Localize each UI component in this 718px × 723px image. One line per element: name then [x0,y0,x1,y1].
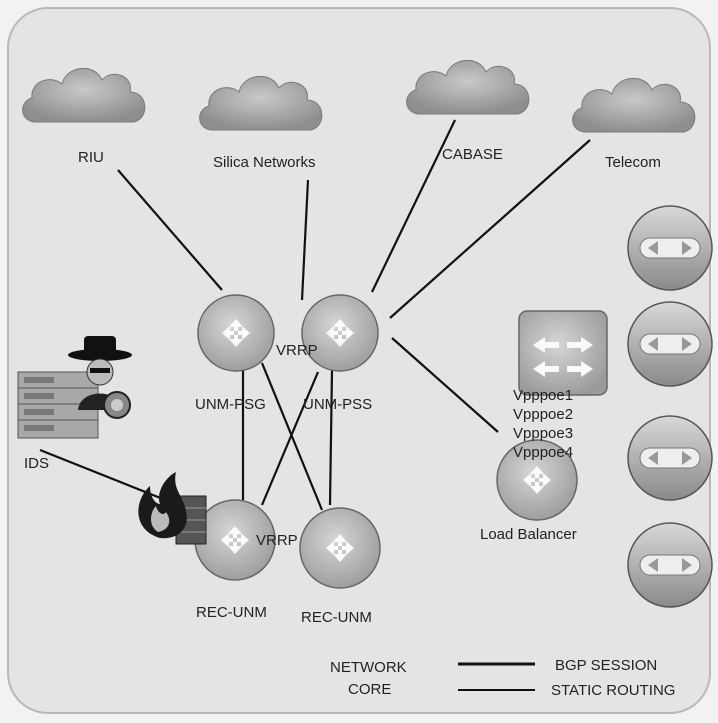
legend-title-line1: NETWORK [330,659,407,676]
legend-title-line2: CORE [348,681,391,698]
router-label-rec-unm-1: REC-UNM [196,604,267,621]
vpppoe-label-1: Vpppoe1 [513,387,573,404]
link-silica-pss [300,179,310,301]
switch-icon [518,310,608,396]
vrrp-label-bottom: VRRP [256,532,298,549]
link-pss-rec2 [328,369,334,506]
router-rec-unm-2 [299,507,381,589]
vrrp-label-top: VRRP [276,342,318,359]
legend-static-label: STATIC ROUTING [551,682,675,699]
link-telecom-pss [389,139,591,319]
router-label-unm-pss: UNM-PSS [303,396,372,413]
hacker-icon [68,336,132,419]
cloud-label-cabase: CABASE [442,146,503,163]
edge-device-1 [627,205,713,291]
link-pss-rec1 [260,371,320,506]
link-ids-firewall [39,448,179,507]
vpppoe-label-3: Vpppoe3 [513,425,573,442]
firewall-icon [138,472,207,545]
edge-device-2 [627,301,713,387]
ids-label: IDS [24,455,49,472]
vpppoe-label-4: Vpppoe4 [513,444,573,461]
cloud-label-telecom: Telecom [605,154,661,171]
router-unm-psg [197,294,275,372]
vpppoe-label-2: Vpppoe2 [513,406,573,423]
router-unm-pss [301,294,379,372]
legend-bgp-label: BGP SESSION [555,657,657,674]
link-cabase-pss [371,119,456,293]
edge-device-3 [627,415,713,501]
router-load-balancer [496,439,578,521]
legend: NETWORK CORE BGP SESSION STATIC ROUTING [330,657,675,699]
link-pss-lb [391,337,499,433]
links [39,119,591,511]
link-riu-psg [117,169,223,291]
router-label-unm-psg: UNM-PSG [195,396,266,413]
edge-devices [627,205,713,608]
router-label-rec-unm-2: REC-UNM [301,609,372,626]
edge-device-4 [627,522,713,608]
cloud-label-silica: Silica Networks [213,154,316,171]
cloud-label-riu: RIU [78,149,104,166]
router-label-load-balancer: Load Balancer [480,526,577,543]
